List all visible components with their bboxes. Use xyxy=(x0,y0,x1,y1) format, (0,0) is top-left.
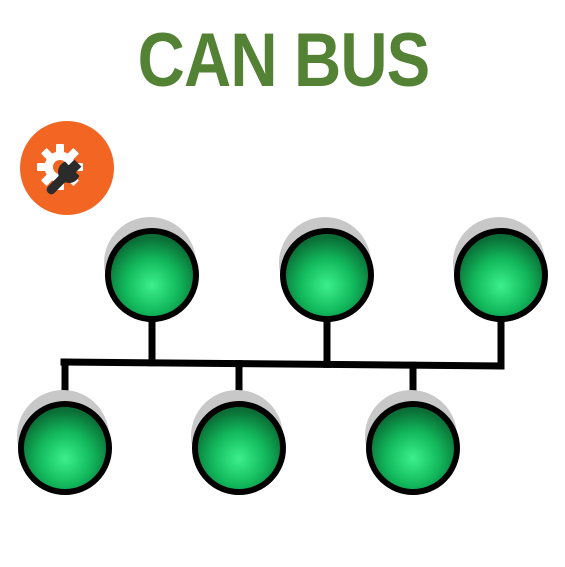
node-top-1 xyxy=(104,217,199,322)
node-circle xyxy=(366,401,460,495)
node-bottom-1 xyxy=(17,390,112,495)
gear-wrench-icon xyxy=(20,121,114,215)
node-bottom-2 xyxy=(191,390,286,495)
node-layer xyxy=(17,217,548,495)
bus-lines xyxy=(60,315,505,408)
node-top-3 xyxy=(453,217,548,322)
node-circle xyxy=(280,228,374,322)
node-bottom-3 xyxy=(365,390,460,495)
bus-main-line xyxy=(60,358,504,370)
node-circle xyxy=(454,228,548,322)
node-circle xyxy=(18,401,112,495)
node-top-2 xyxy=(279,217,374,322)
page-title: CAN BUS xyxy=(137,18,431,103)
node-circle xyxy=(192,401,286,495)
node-circle xyxy=(105,228,199,322)
